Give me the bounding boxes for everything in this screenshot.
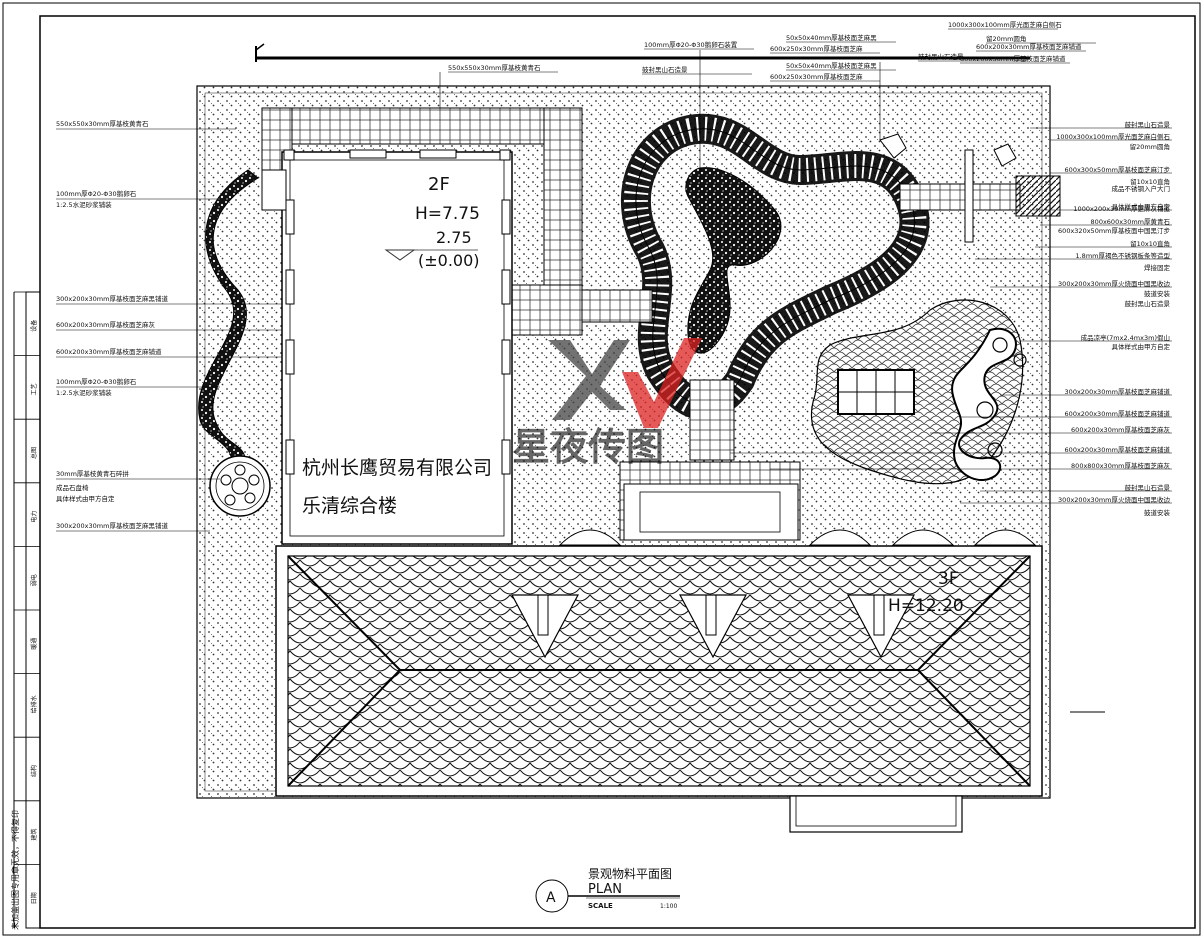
right-note: 成品凉亭(7mx2.4mx3m)假山	[1081, 333, 1170, 342]
top-note: 50x50x40mm厚基枝面芝麻黑	[786, 33, 877, 42]
curvy-paving-path	[581, 113, 1061, 461]
strip-label: 工艺	[30, 383, 38, 395]
right-note: 1000x300x100mm厚光面芝麻白侧石	[1056, 132, 1170, 141]
left-note: 100mm厚Φ20-Φ30鹅卵石	[56, 377, 137, 386]
title-en: PLAN	[588, 882, 622, 897]
top-note: 100mm厚Φ20-Φ30鹅卵石装置	[644, 40, 738, 49]
top-note: 600x250x30mm厚基枝面芝麻	[770, 72, 863, 81]
title-cn: 景观物料平面图	[588, 867, 672, 881]
strip-label: 给排水	[30, 695, 38, 713]
strip-label: 电力	[30, 511, 38, 523]
project-name: 乐清综合楼	[302, 495, 397, 517]
right-note: 鼓道安装	[1144, 289, 1171, 298]
right-note: 300x200x30mm厚火烧面中国黑收边	[1058, 279, 1170, 288]
level-zero: (±0.00)	[418, 251, 480, 270]
left-note: 具体样式由甲方自定	[56, 494, 115, 503]
right-note: 300x200x30mm厚基枝面芝麻铺道	[1065, 387, 1171, 396]
strip-vertical-note: 未加盖出图专用章无效，不得复印	[10, 810, 20, 930]
left-annotations: 550x550x30mm厚基枝黄青石 100mm厚Φ20-Φ30鹅卵石 1:2.5水…	[56, 119, 282, 532]
strip-label: 暖通	[30, 638, 38, 650]
stone-table	[209, 455, 271, 517]
left-note: 30mm厚基枝黄青石碎拼	[56, 469, 129, 478]
strip-label: 设备	[30, 320, 38, 332]
right-note: 鼓封黑山石造景	[1125, 483, 1171, 492]
right-note: 600x320x50mm厚基枝面中国黑汀步	[1058, 226, 1170, 235]
right-note: 1.8mm厚褐色不锈钢板条等造型	[1075, 251, 1170, 260]
right-note: 鼓封黑山石造景	[1125, 120, 1171, 129]
right-note: 300x200x30mm厚火烧面中国黑收边	[1058, 495, 1170, 504]
left-note: 成品石盘椅	[56, 483, 89, 492]
scale-label: SCALE	[588, 902, 613, 910]
strip-label: 结构	[30, 765, 38, 777]
scale-value: 1:100	[660, 903, 677, 910]
strip-label: 弱电	[30, 574, 38, 586]
top-note: 鼓封黑山石造景	[918, 52, 964, 61]
top-note: 鼓封黑山石造景	[642, 65, 688, 74]
right-note: 600x200x30mm厚基枝面芝麻灰	[1071, 425, 1170, 434]
roof-arches	[558, 529, 1037, 546]
building-2f-height: H=7.75	[415, 204, 480, 224]
top-annotations: 550x550x30mm厚基枝黄青石100mm厚Φ20-Φ30鹅卵石装置鼓封黑山…	[439, 20, 1096, 180]
building-3f-height: H=12.20	[888, 596, 964, 616]
right-note: 留10x10直角	[1130, 239, 1170, 248]
top-note: 600x200x30mm厚基枝面芝麻铺道	[976, 42, 1082, 51]
section-mark: A	[546, 890, 556, 906]
left-note: 600x200x30mm厚基枝面芝麻灰	[56, 320, 155, 329]
right-note: 1000x200x30mm厚芝麻灰铺道	[1073, 204, 1170, 213]
top-note: 50x50x40mm厚基枝面芝麻黑	[786, 61, 877, 70]
right-note: 鼓封黑山石造景	[1125, 299, 1171, 308]
watermark-text: 星夜传图	[512, 425, 664, 469]
plan-title: A 景观物料平面图 PLAN SCALE 1:100	[535, 867, 680, 913]
top-note: 留20mm圆角	[986, 34, 1026, 43]
right-note: 留10x10直角	[1130, 177, 1170, 186]
left-note: 100mm厚Φ20-Φ30鹅卵石	[56, 189, 137, 198]
building-2f-label: 2F	[428, 174, 450, 195]
building-3f-label: 3F	[938, 569, 959, 589]
right-note: 800x600x30mm厚黄青石	[1091, 217, 1171, 226]
company-name: 杭州长鹰贸易有限公司	[302, 457, 492, 479]
left-note: 550x550x30mm厚基枝黄青石	[56, 119, 149, 128]
top-note: 550x550x30mm厚基枝黄青石	[448, 63, 541, 72]
left-note: 300x200x30mm厚基枝面芝麻黑铺道	[56, 294, 168, 303]
right-note: 成品不锈钢入户大门	[1112, 184, 1171, 193]
left-note: 1:2.5水泥砂浆铺装	[56, 388, 112, 397]
left-note: 1:2.5水泥砂浆铺装	[56, 200, 112, 209]
right-note: 留20mm圆角	[1130, 142, 1170, 151]
north-arrow	[255, 43, 1030, 62]
strip-label: 总图	[30, 447, 38, 459]
top-note: 600x200x30mm厚基枝面芝麻铺道	[960, 54, 1066, 63]
top-note: 600x250x30mm厚基枝面芝麻	[770, 44, 863, 53]
right-note: 具体样式由甲方自定	[1112, 342, 1171, 351]
left-note: 600x200x30mm厚基枝面芝麻铺道	[56, 347, 162, 356]
pebble-path	[198, 169, 287, 471]
right-note: 具体样式由甲方自定	[1112, 202, 1171, 211]
right-note: 鼓道安装	[1144, 508, 1171, 517]
watermark: 星夜传图	[512, 338, 702, 469]
top-note: 1000x300x100mm厚光面芝麻白侧石	[948, 20, 1062, 29]
right-note: 800x800x30mm厚基枝面芝麻灰	[1071, 461, 1170, 470]
right-note: 600x200x30mm厚基枝面芝麻铺道	[1065, 409, 1171, 418]
entry-steps	[619, 461, 801, 541]
left-note: 300x200x30mm厚基枝面芝麻黑铺道	[56, 521, 168, 530]
right-note: 600x200x30mm厚基枝面芝麻铺道	[1065, 445, 1171, 454]
building-2f: 2F H=7.75 2.75 (±0.00) 杭州长鹰贸易有限公司 乐清综合楼	[281, 149, 513, 545]
right-note: 600x300x50mm厚基枝面芝麻汀步	[1065, 165, 1171, 174]
pavilion-garden	[810, 299, 1027, 485]
building-3f-roof: 3F H=12.20	[275, 545, 1043, 833]
level-value: 2.75	[436, 228, 472, 247]
right-note: 焊接固定	[1144, 263, 1171, 272]
strip-label: 日期	[30, 892, 38, 904]
strip-label: 建筑	[30, 829, 38, 841]
